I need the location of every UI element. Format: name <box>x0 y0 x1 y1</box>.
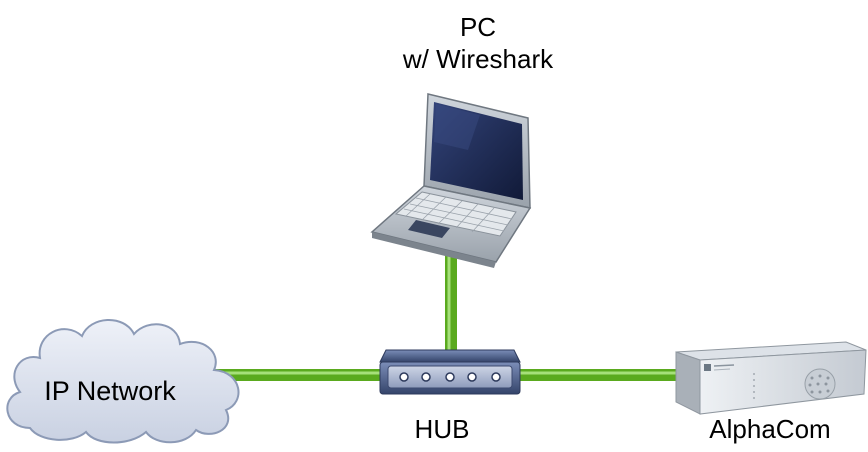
ip-network-label: IP Network <box>44 376 176 406</box>
cloud-icon <box>6 319 240 444</box>
link-pc-hub <box>445 252 457 352</box>
laptop-icon <box>370 93 532 268</box>
alphacom-label: AlphaCom <box>709 414 831 444</box>
alphacom-device-icon <box>675 341 867 415</box>
link-network-hub <box>214 369 382 381</box>
hub-label: HUB <box>414 414 470 444</box>
hub-icon <box>379 349 521 395</box>
pc-title: PC <box>459 12 497 42</box>
pc-subtitle: w/ Wireshark <box>402 44 554 74</box>
link-hub-alphacom <box>520 369 680 381</box>
